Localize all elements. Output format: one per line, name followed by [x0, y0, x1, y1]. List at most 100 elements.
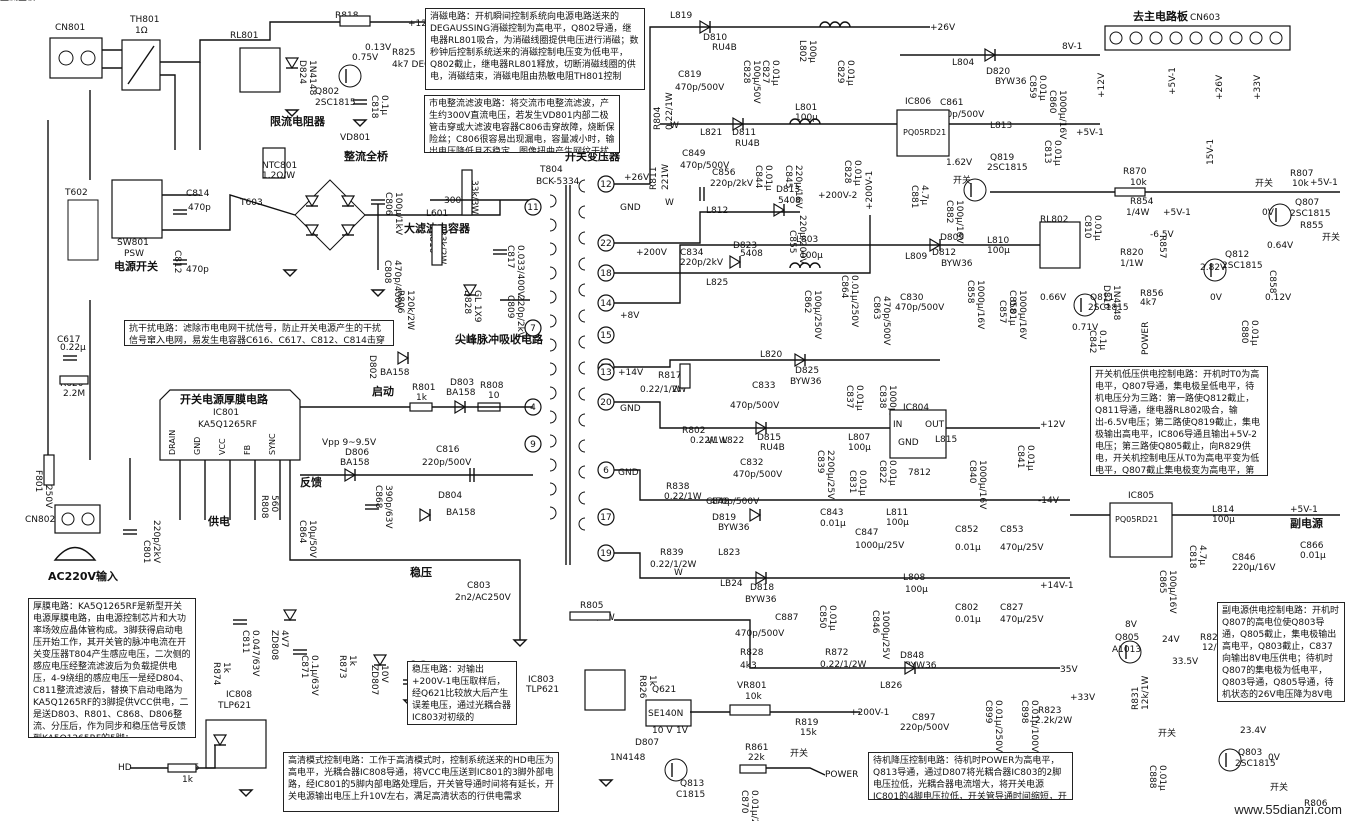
label-q802: Q802 — [315, 87, 339, 97]
label-c827-v: 0.01μ — [770, 60, 780, 86]
wire — [660, 110, 901, 125]
label-gnd: GND — [898, 438, 919, 448]
label-board-title: 去主电路板 — [1133, 9, 1189, 23]
label-c845: C845 — [783, 165, 793, 188]
label-c837-v: 0.01μ — [854, 385, 864, 411]
transistor-q819 — [963, 178, 987, 202]
label-l807-v: 100μ — [848, 443, 871, 453]
label-q813: Q813 — [680, 779, 704, 789]
transistor-q805 — [1118, 640, 1142, 664]
ground-symbol — [512, 639, 528, 647]
label-zd808-v: 4V7 — [279, 630, 289, 648]
label-c856: C856 — [712, 168, 736, 178]
label-l823: L823 — [718, 548, 740, 558]
wire — [365, 200, 501, 216]
label-c828b: C828 — [842, 160, 852, 184]
label-bridge-title: 整流全桥 — [343, 149, 389, 163]
connector-cn801 — [49, 37, 103, 79]
transformer-pin — [524, 319, 542, 337]
switch-sw801 — [111, 179, 163, 239]
label-q812: Q812 — [1225, 250, 1249, 260]
label-d810: D810 — [703, 33, 727, 43]
label-c806-v: 100μ/1kV — [393, 192, 403, 236]
label-power2: POWER — [825, 770, 858, 780]
label-d818: D818 — [750, 583, 774, 593]
label-d825-t: BYW36 — [790, 377, 822, 387]
wire — [766, 767, 826, 776]
label-v12b: +12V — [1097, 72, 1107, 98]
label-c822: C822 — [877, 460, 887, 483]
label-c802: C802 — [955, 603, 978, 613]
bridge-diode — [304, 195, 320, 208]
label-r820-v: 1/1W — [1120, 259, 1143, 269]
bridge-diode — [340, 224, 356, 237]
label-r872-v: 0.22/1/2W — [820, 660, 867, 670]
secondary-winding — [578, 517, 586, 531]
choke-t602 — [67, 199, 99, 261]
label-c859: C859 — [1027, 75, 1037, 99]
label-d804: D804 — [438, 491, 462, 501]
secondary-winding — [578, 205, 586, 219]
label-c882-v: 100μ/16V — [954, 200, 964, 244]
secondary-winding — [578, 491, 586, 505]
label-r805: R805 — [580, 601, 603, 611]
label-c860: C860 — [1047, 90, 1057, 114]
label-d819-t: BYW36 — [718, 523, 750, 533]
label-c856-v: 220p/2kV — [710, 179, 754, 189]
label-power: POWER — [1141, 322, 1151, 355]
label-v066: 0.66V — [1040, 293, 1067, 303]
transistor-q807 — [1268, 203, 1292, 227]
label-r828-v: 4k3 — [740, 661, 757, 671]
label-c871-v: 0.1μ/63V — [309, 655, 319, 697]
resistor-r875 — [167, 763, 197, 773]
transistor-q803 — [1218, 748, 1242, 772]
label-q812-t: 2SC1815 — [1222, 261, 1263, 271]
label-c818-v: 0.1μ — [379, 95, 389, 115]
label-r874: R874 — [211, 662, 221, 686]
label-cn603: CN603 — [1190, 13, 1220, 23]
transformer-pin-number: 15 — [600, 331, 611, 341]
label-v5v1b: +5V-1 — [1310, 178, 1338, 188]
label-c863-v: 470p/500V — [881, 296, 891, 346]
label-r856-v: 4k7 — [1140, 298, 1157, 308]
label-r811: R811 — [649, 167, 659, 190]
label-c899: C899 — [983, 700, 993, 724]
label-r828: R828 — [740, 648, 764, 658]
label-ic803-t: TLP621 — [525, 685, 559, 695]
label-c839: C839 — [815, 450, 825, 474]
wire — [289, 460, 521, 620]
label-c858-v: 1000μ/16V — [975, 280, 985, 330]
label-th801: TH801 — [129, 15, 159, 25]
ground-symbol — [238, 789, 254, 797]
bridge-rectifier-vd801 — [294, 179, 366, 251]
label-c863: C863 — [871, 296, 881, 319]
label-q811: Q811 — [1090, 293, 1114, 303]
label-r854: R854 — [1130, 197, 1154, 207]
label-supply: 供电 — [207, 514, 230, 528]
transformer-pin — [597, 508, 615, 526]
label-pin-fb: FB — [243, 445, 252, 455]
label-c862-v: 100μ/250V — [812, 290, 822, 340]
label-gnd: GND — [620, 404, 641, 414]
diode-d828 — [462, 284, 478, 297]
label-d819: D819 — [712, 513, 736, 523]
label-l822: L822 — [722, 436, 744, 446]
transformer-pin-number: 14 — [600, 299, 612, 309]
label-c816-v: 220p/500V — [422, 458, 472, 468]
wire — [160, 74, 176, 150]
label-c859-v: 0.01μ — [1037, 75, 1047, 101]
secondary-winding — [578, 231, 586, 245]
label-v075: 0.75V — [352, 53, 379, 63]
label-d815-t: RU4B — [760, 443, 785, 453]
label-v35: 35V — [1060, 665, 1078, 675]
label-r808-v: 10 — [488, 391, 500, 401]
note-degauss: 消磁电路：开机瞬间控制系统向电源电路送来的DEGAUSSING消磁控制为高电平，… — [425, 8, 645, 90]
label-r807-v: 10k — [1292, 179, 1309, 189]
label-d815: D815 — [757, 433, 781, 443]
ground-symbol — [370, 289, 386, 297]
label-r875-v: 1k — [182, 775, 194, 785]
label-q819-t: 2SC1815 — [987, 163, 1028, 173]
label-l802-v: 100μ — [807, 40, 817, 63]
label-c812: C812 — [172, 250, 182, 273]
inductor-l801 — [789, 118, 821, 125]
